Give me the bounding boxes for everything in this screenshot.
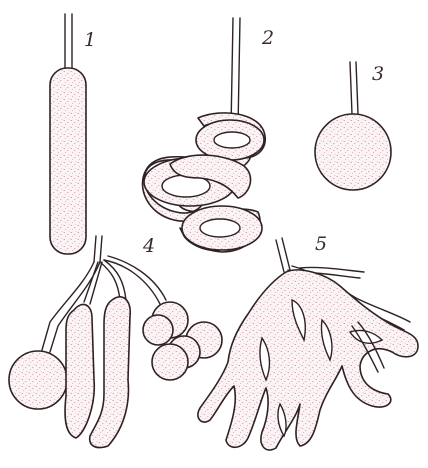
- label-2: 2: [261, 27, 274, 49]
- figure-1-simple-tubular-gland: [50, 14, 86, 254]
- label-5: 5: [315, 233, 327, 255]
- figure-5-compound-branched-gland: [198, 238, 418, 450]
- figure-2-coiled-tubular-gland: [142, 18, 265, 252]
- label-3: 3: [372, 63, 384, 85]
- label-1: 1: [84, 29, 96, 51]
- figure-4-branched-gland: [9, 236, 222, 448]
- label-4: 4: [142, 235, 155, 257]
